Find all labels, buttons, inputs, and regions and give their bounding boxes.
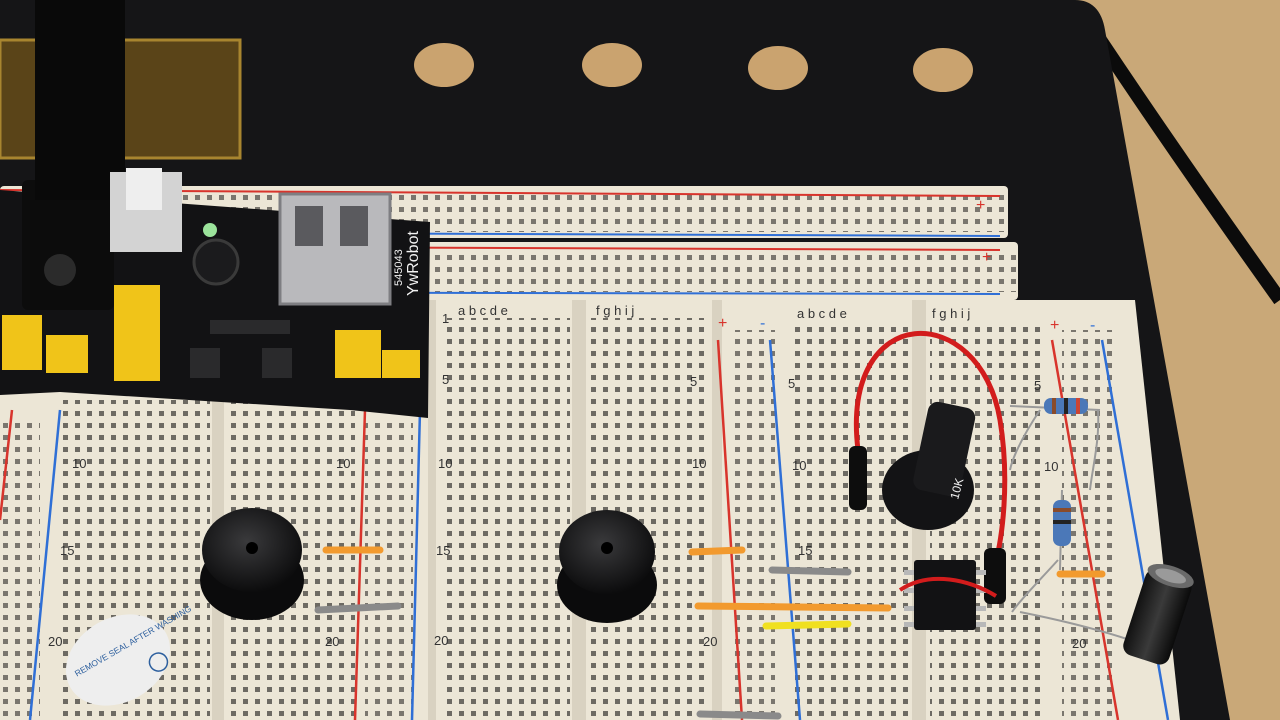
svg-text:10: 10 (438, 456, 452, 471)
resistor-vertical (1053, 489, 1071, 571)
svg-text:20: 20 (325, 634, 339, 649)
board1-cols-right: f g h i j (596, 303, 634, 318)
jumper-left-2[interactable] (46, 335, 88, 373)
top-rail-plus-2: + (982, 249, 991, 266)
svg-text:10: 10 (336, 456, 350, 471)
black-cable (1094, 36, 1280, 305)
svg-text:20: 20 (48, 634, 62, 649)
svg-text:10K: 10K (947, 477, 966, 501)
power-led (203, 223, 217, 237)
svg-text:20: 20 (434, 633, 448, 648)
svg-text:10: 10 (692, 456, 706, 471)
buzzer-middle (557, 510, 657, 623)
svg-text:5: 5 (788, 376, 795, 391)
resistor-horizontal (1009, 398, 1101, 414)
power-supply-module: YwRobot 545043 (0, 0, 430, 418)
svg-text:10: 10 (792, 458, 806, 473)
board1-cols-left: a b c d e (458, 303, 508, 318)
buzzer-left (200, 508, 304, 620)
rail-plus-mid: + (718, 315, 727, 332)
barrel-jack (22, 180, 114, 310)
power-module-code: 545043 (393, 249, 405, 286)
svg-text:5: 5 (1034, 378, 1041, 393)
svg-text:5: 5 (690, 374, 697, 389)
jumper-center[interactable] (114, 285, 160, 381)
power-module-brand: YwRobot (405, 231, 422, 296)
svg-text:15: 15 (60, 543, 74, 558)
rail-minus-mid: - (760, 315, 765, 332)
svg-text:10: 10 (1044, 459, 1058, 474)
svg-text:1: 1 (442, 311, 449, 326)
jumper-wires (314, 546, 1106, 720)
potentiometer[interactable]: 10K (882, 400, 977, 530)
jumper-right[interactable] (335, 330, 381, 378)
svg-text:10: 10 (72, 456, 86, 471)
svg-text:15: 15 (436, 543, 450, 558)
jumper-left[interactable] (2, 315, 42, 370)
row-numbers: 1 5 5 5 5 10 10 10 10 10 10 15 15 15 20 … (48, 311, 1086, 651)
svg-text:20: 20 (703, 634, 717, 649)
mounting-holes (414, 43, 973, 92)
svg-text:5: 5 (442, 372, 449, 387)
svg-text:20: 20 (1072, 636, 1086, 651)
jumper-right-2[interactable] (382, 350, 420, 378)
top-rail-plus-1: + (976, 197, 985, 214)
board2-cols-left: a b c d e (797, 306, 847, 321)
rail-plus-right: + (1050, 317, 1059, 334)
pcb-capacitor (192, 238, 240, 286)
rail-minus-right: - (1090, 317, 1095, 334)
board2-cols-right: f g h i j (932, 306, 970, 321)
electrolytic-capacitor (1123, 563, 1194, 665)
red-wire (853, 330, 1008, 561)
svg-text:15: 15 (798, 543, 812, 558)
ic-chip (904, 560, 986, 630)
